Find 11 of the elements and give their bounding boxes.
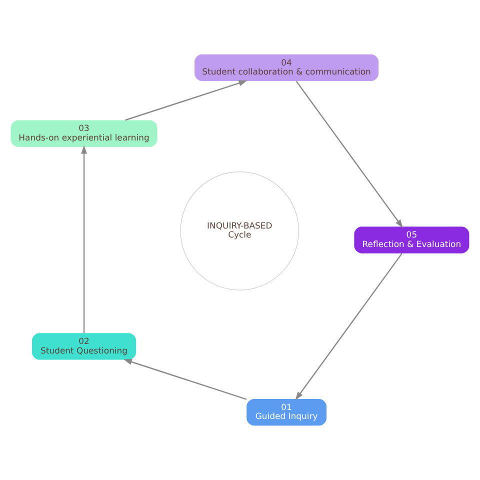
arrow (296, 80, 403, 228)
node-box: 04 Student collaboration & communication (194, 54, 379, 82)
node-circle: INQUIRY-BASED Cycle (180, 172, 300, 290)
node-box: 02 Student Questioning (32, 333, 136, 360)
arrow (81, 145, 87, 334)
arrow (125, 80, 248, 121)
node-box: 05 Reflection & Evaluation (354, 226, 470, 254)
node-box: 01 Guided Inquiry (246, 398, 326, 426)
node-box: 03 Hands-on experiential learning (10, 120, 158, 147)
arrow (123, 359, 247, 400)
arrow (295, 253, 402, 400)
